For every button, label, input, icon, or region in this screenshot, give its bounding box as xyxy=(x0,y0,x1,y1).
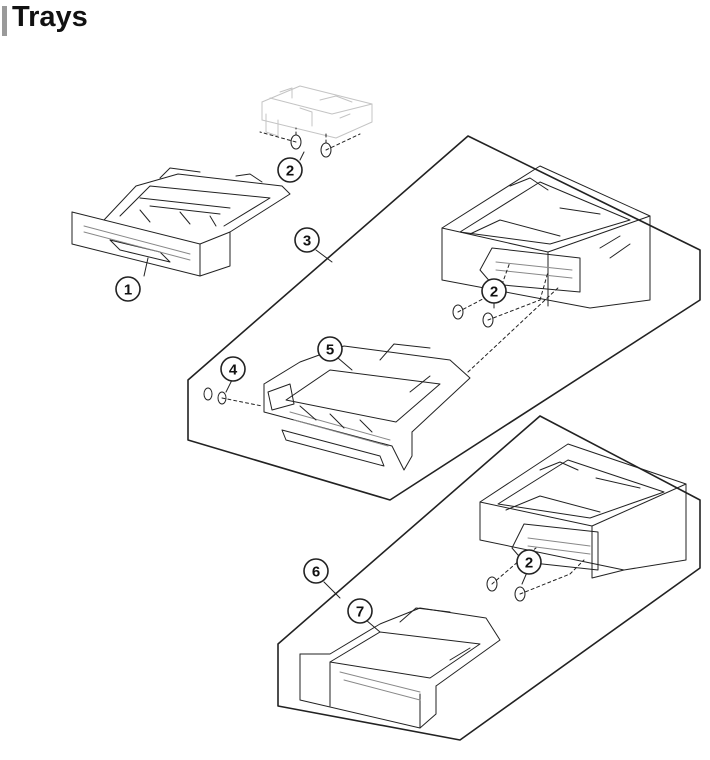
callout-4: 4 xyxy=(220,356,246,382)
title-accent-bar xyxy=(2,6,7,36)
optional-tray-7 xyxy=(299,607,501,729)
callout-3: 3 xyxy=(294,227,320,253)
svg-text:7: 7 xyxy=(356,604,364,621)
callout-1: 1 xyxy=(115,276,141,302)
callout-2-second-option-tray: 2 xyxy=(516,549,542,575)
page-title: Trays xyxy=(12,1,88,33)
separator-roller-pair xyxy=(203,387,227,405)
callout-2: 2 xyxy=(277,157,303,183)
svg-text:2: 2 xyxy=(490,284,498,301)
callout-leaders xyxy=(143,151,529,633)
second-option-tray-group-outline xyxy=(277,415,701,741)
callout-6: 6 xyxy=(303,558,329,584)
svg-text:2: 2 xyxy=(286,163,294,180)
optional-tray-5 xyxy=(263,343,471,471)
svg-text:6: 6 xyxy=(312,564,320,581)
pick-roller-pair-c xyxy=(486,576,526,602)
pick-roller-pair-a xyxy=(290,127,332,158)
option-housing-upper xyxy=(441,165,651,309)
svg-text:1: 1 xyxy=(124,282,132,299)
assembly-guide-lines xyxy=(221,131,585,595)
callout-2-option-tray: 2 xyxy=(481,278,507,304)
svg-text:4: 4 xyxy=(229,362,238,379)
svg-text:5: 5 xyxy=(326,342,334,359)
pick-assembly-faded xyxy=(261,85,373,139)
option-tray-group-outline xyxy=(187,135,701,501)
pick-roller-pair-b xyxy=(452,304,494,328)
svg-text:2: 2 xyxy=(525,555,533,572)
standard-tray xyxy=(71,167,291,277)
svg-text:3: 3 xyxy=(303,233,311,250)
callout-5: 5 xyxy=(317,336,343,362)
callout-7: 7 xyxy=(347,598,373,624)
option-housing-lower xyxy=(479,443,687,579)
